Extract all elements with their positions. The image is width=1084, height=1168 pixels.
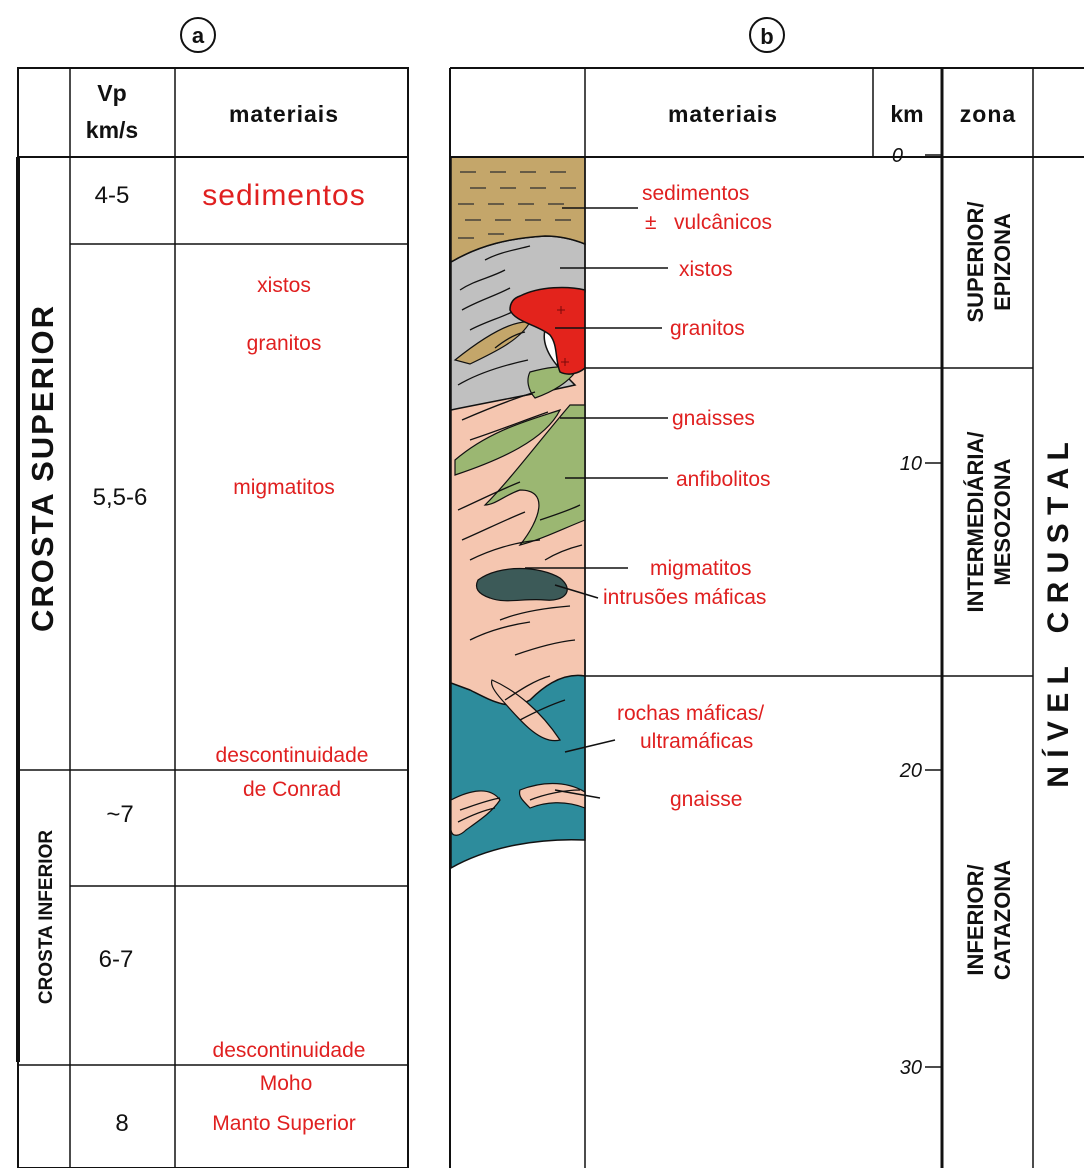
gneiss-migmatite-unit [451,357,585,705]
panel-a-label: a [192,23,205,48]
material-b-anfibolitos: anfibolitos [676,468,771,491]
material-a-descontinuidade-2: descontinuidade [213,1039,366,1062]
vp-row-2: 5,5-6 [93,484,148,511]
material-a-migmatitos: migmatitos [233,476,335,499]
upper-crust-label: CROSTA SUPERIOR [25,304,60,632]
depth-label-10: 10 [900,453,922,475]
material-b-plus-minus: ± [645,211,657,234]
zone-upper-line1: SUPERIOR/ [963,201,988,322]
vp-row-5: 8 [115,1110,128,1137]
material-b-rochas-maficas: rochas máficas/ [617,702,764,725]
material-b-ultramaficas: ultramáficas [640,730,753,753]
panel-a: a Vp km/s materiais CROSTA SUPERIOR CROS… [18,18,408,1168]
depth-axis: 0 10 20 30 [892,145,942,1079]
panel-b: b [450,18,1084,1168]
materials-header-b: materiais [668,101,778,127]
zone-upper-line2: EPIZONA [990,213,1015,311]
zone-lower-line2: CATAZONA [990,860,1015,980]
zone-middle-line2: MESOZONA [990,458,1015,585]
vp-row-4: 6-7 [99,946,134,973]
material-a-descontinuidade-1: descontinuidade [216,744,369,767]
material-a-de-conrad: de Conrad [243,778,341,801]
depth-label-30: 30 [900,1057,922,1079]
material-a-granitos: granitos [247,332,322,355]
km-header: km [890,101,923,127]
material-a-moho: Moho [260,1072,313,1095]
crustal-level-label: N Í V E L C R U S T A L [1041,442,1075,788]
materials-header-a: materiais [229,101,339,127]
material-b-migmatitos: migmatitos [650,557,752,580]
material-b-gnaisse: gnaisse [670,788,742,811]
depth-label-20: 20 [899,760,922,782]
vp-unit-header: km/s [86,117,138,143]
vp-header: Vp [97,80,126,106]
zone-header: zona [960,101,1016,127]
vp-row-3: ~7 [106,801,133,828]
material-b-intrusoes-maficas: intrusões máficas [603,586,766,609]
depth-label-0: 0 [892,145,903,167]
material-b-xistos: xistos [679,258,733,281]
material-b-vulcanicos: vulcânicos [674,211,772,234]
panel-a-grid [18,68,408,1168]
geologic-column [451,157,585,868]
lower-crust-label: CROSTA INFERIOR [36,830,57,1004]
material-a-xistos: xistos [257,274,311,297]
material-b-sedimentos: sedimentos [642,182,749,205]
zone-lower-line1: INFERIOR/ [963,864,988,975]
material-b-granitos: granitos [670,317,745,340]
material-a-sedimentos: sedimentos [202,179,365,212]
panel-b-label: b [760,24,773,49]
material-b-gnaisses: gnaisses [672,407,755,430]
material-a-manto-superior: Manto Superior [212,1112,356,1135]
vp-row-1: 4-5 [95,182,130,209]
zone-middle-line1: INTERMEDIÁRIA/ [963,432,988,613]
